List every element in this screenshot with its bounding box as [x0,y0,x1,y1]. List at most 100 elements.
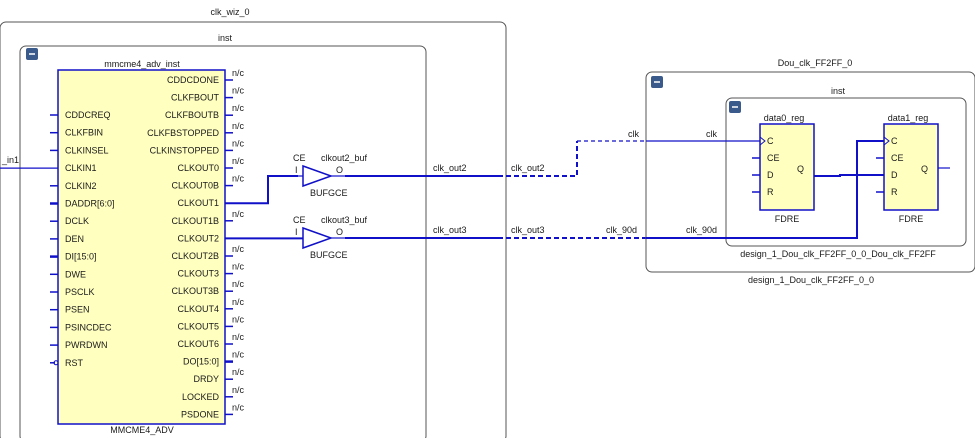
bufgce-clkout2[interactable] [298,164,345,188]
mmcm-pin-clkin1[interactable]: CLKIN1 [65,163,97,173]
mmcm-pin-label: CLKIN2 [65,181,97,191]
nc-label: n/c [232,367,245,377]
mmcm-pin-clkout2[interactable]: CLKOUT2 [177,233,219,243]
mmcm-pin-di-15-0-[interactable]: DI[15:0] [50,252,97,262]
ff0-pin-ce[interactable]: CE [752,153,780,163]
mmcm-pin-clkout3[interactable]: CLKOUT3 n/c [177,262,244,279]
ff-pin-label: C [891,136,898,146]
dou-inst-title: inst [831,86,846,96]
nc-label: n/c [232,244,245,254]
mmcm-pin-daddr-6-0-[interactable]: DADDR[6:0] [50,199,115,209]
mmcm-pin-label: PWRDWN [65,340,108,350]
clk-wiz-inst-frame[interactable] [19,45,427,438]
mmcm-pin-label: DEN [65,234,84,244]
mmcm-pin-label: DI[15:0] [65,252,97,262]
nc-label: n/c [232,121,245,131]
mmcm-pin-label: PSEN [65,305,90,315]
mmcm-pin-label: CLKFBIN [65,128,103,138]
buf2-type: BUFGCE [310,250,348,260]
dou-inst-collapse-button[interactable] [729,101,741,113]
mmcm-pin-clkin2[interactable]: CLKIN2 [50,181,97,191]
mmcm-pin-rst[interactable]: RST [50,358,84,368]
mmcm-pin-pwrdwn[interactable]: PWRDWN [50,340,108,350]
mmcm-pin-clkinsel[interactable]: CLKINSEL [50,145,109,155]
clk-wiz-frame[interactable] [0,21,507,438]
ff1-cell[interactable] [883,123,939,211]
ff0-pins: C CE DR [752,136,780,197]
ff1-pin-d[interactable]: D [891,170,898,180]
mmcm-pin-label: CLKOUT4 [177,304,219,314]
mmcm-inst-name: mmcme4_adv_inst [104,59,180,69]
mmcm-pin-label: CLKOUT3 [177,269,219,279]
dou-collapse-button[interactable] [651,76,663,88]
mmcm-cell[interactable] [57,69,226,425]
mmcm-pin-psen[interactable]: PSEN [50,305,90,315]
mmcm-pin-label: CLKFBOUT [171,93,220,103]
nc-label: n/c [232,138,245,148]
nc-label: n/c [232,174,245,184]
ff0-pin-c[interactable]: C [759,136,774,146]
mmcm-pin-label: CLKOUT0B [171,181,219,191]
mmcm-pin-label: CLKFBOUTB [165,110,219,120]
mmcm-pin-label: CDDCDONE [167,75,219,85]
ff1-pin-r[interactable]: R [876,187,898,197]
ff1-pin-c[interactable]: C [883,136,898,146]
mmcm-pin-den[interactable]: DEN [50,234,84,244]
mmcm-pin-label: CLKOUT5 [177,321,219,331]
mmcm-pin-drdy[interactable]: DRDY n/c [193,367,244,384]
clk-wiz-inst-title: inst [218,33,233,43]
net-clk-b: clk [706,129,717,139]
mmcm-pin-cddcreq[interactable]: CDDCREQ [50,110,111,120]
dou-outer-label: design_1_Dou_clk_FF2FF_0_0 [748,275,874,285]
collapse-button[interactable] [26,48,38,60]
mmcm-pin-dclk[interactable]: DCLK [50,216,89,226]
net-clk-out2-b: clk_out2 [511,163,545,173]
mmcm-pin-label: PSINCDEC [65,322,112,332]
nc-label: n/c [232,156,245,166]
net-clk-out3-a: clk_out3 [433,225,467,235]
nc-label: n/c [232,297,245,307]
mmcm-pin-psclk[interactable]: PSCLK [50,287,95,297]
mmcm-pin-clkfbin[interactable]: CLKFBIN [50,128,103,138]
buf1-type: BUFGCE [310,188,348,198]
ff1-pin-ce[interactable]: CE [876,153,904,163]
mmcm-pin-psincdec[interactable]: PSINCDEC [50,322,112,332]
nc-label: n/c [232,262,245,272]
dou-frame[interactable] [645,71,975,273]
clk-out2-net-dashed[interactable] [498,141,578,177]
clkout1-wire[interactable] [225,175,298,205]
ff0-cell[interactable] [759,123,815,211]
ff-pin-label: D [891,170,898,180]
ff-pin-label: CE [891,153,904,163]
nc-label: n/c [232,209,245,219]
ff0-name: data0_reg [764,113,805,123]
ff0-pin-r[interactable]: R [752,187,774,197]
mmcm-pin-clkout0b[interactable]: CLKOUT0B n/c [171,174,244,191]
mmcm-pin-label: DCLK [65,216,89,226]
ff0-pin-d[interactable]: D [752,170,774,180]
mmcm-pin-clkout4[interactable]: CLKOUT4 n/c [177,297,244,314]
mmcm-pin-dwe[interactable]: DWE [50,269,86,279]
dou-inst-frame[interactable] [725,97,967,247]
mmcm-pin-label: DRDY [193,374,219,384]
mmcm-right-pins: CDDCDONEn/cCLKFBOUTn/cCLKFBOUTBn/cCLKFBS… [147,68,244,419]
clk-90d-net[interactable] [646,140,884,239]
mmcm-pin-do-15-0-[interactable]: DO[15:0]n/c [183,350,245,367]
mmcm-pin-clkout1[interactable]: CLKOUT1 [177,198,219,208]
q0-to-d1-net[interactable] [814,174,884,177]
ff-pin-label: D [767,170,774,180]
ff1-q-pin: Q [921,164,928,174]
